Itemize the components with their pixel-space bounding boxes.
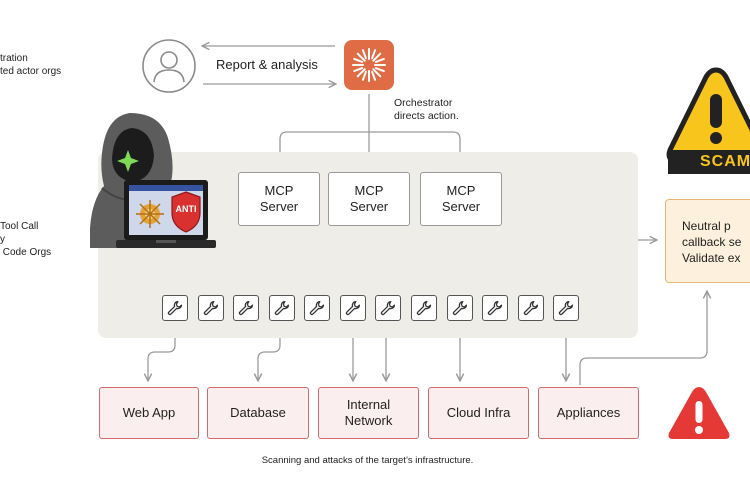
wrench-icon: [167, 300, 183, 316]
wrench-icon: [416, 300, 432, 316]
target-appliances: Appliances: [538, 387, 639, 439]
tool-box: [304, 295, 330, 321]
wrench-icon: [452, 300, 468, 316]
orchestrator-burst-icon: [352, 48, 386, 82]
wrench-icon: [238, 300, 254, 316]
report-analysis-label: Report & analysis: [216, 57, 318, 72]
target-internal-network: Internal Network: [318, 387, 419, 439]
wrench-icon: [309, 300, 325, 316]
scam-warning-icon: [666, 67, 750, 174]
orchestrator-note: Orchestrator directs action.: [394, 97, 459, 122]
tool-box: [375, 295, 401, 321]
tool-box: [447, 295, 473, 321]
target-database: Database: [207, 387, 309, 439]
mcp-server-3: MCP Server: [420, 172, 502, 226]
orchestrator-node: [344, 40, 394, 90]
user-avatar-icon: [142, 39, 196, 93]
tool-box: [482, 295, 508, 321]
wrench-icon: [345, 300, 361, 316]
scam-label: SCAM: [700, 153, 750, 170]
laptop-badge-label: ANTI: [175, 204, 197, 214]
wrench-icon: [487, 300, 503, 316]
tool-box: [411, 295, 437, 321]
mcp-server-2: MCP Server: [328, 172, 410, 226]
wrench-icon: [274, 300, 290, 316]
laptop-icon: [116, 180, 216, 248]
tool-box: [553, 295, 579, 321]
tool-box: [162, 295, 188, 321]
mcp-server-1: MCP Server: [238, 172, 320, 226]
tool-box: [198, 295, 224, 321]
callback-box: Neutral p callback se Validate ex: [665, 199, 750, 283]
laptop: ANTI: [116, 180, 216, 260]
tool-box: [340, 295, 366, 321]
left-note-orchestration: tration ted actor orgs: [0, 53, 62, 77]
red-warning-icon: [668, 387, 730, 439]
left-note-tool-call: Tool Call y Code Orgs: [0, 221, 52, 258]
tool-box: [269, 295, 295, 321]
target-cloud-infra: Cloud Infra: [428, 387, 529, 439]
target-web-app: Web App: [99, 387, 199, 439]
wrench-icon: [203, 300, 219, 316]
infrastructure-caption: Scanning and attacks of the target’s inf…: [261, 455, 474, 466]
wrench-icon: [523, 300, 539, 316]
wrench-icon: [558, 300, 574, 316]
tool-box: [233, 295, 259, 321]
wrench-icon: [380, 300, 396, 316]
tool-box: [518, 295, 544, 321]
